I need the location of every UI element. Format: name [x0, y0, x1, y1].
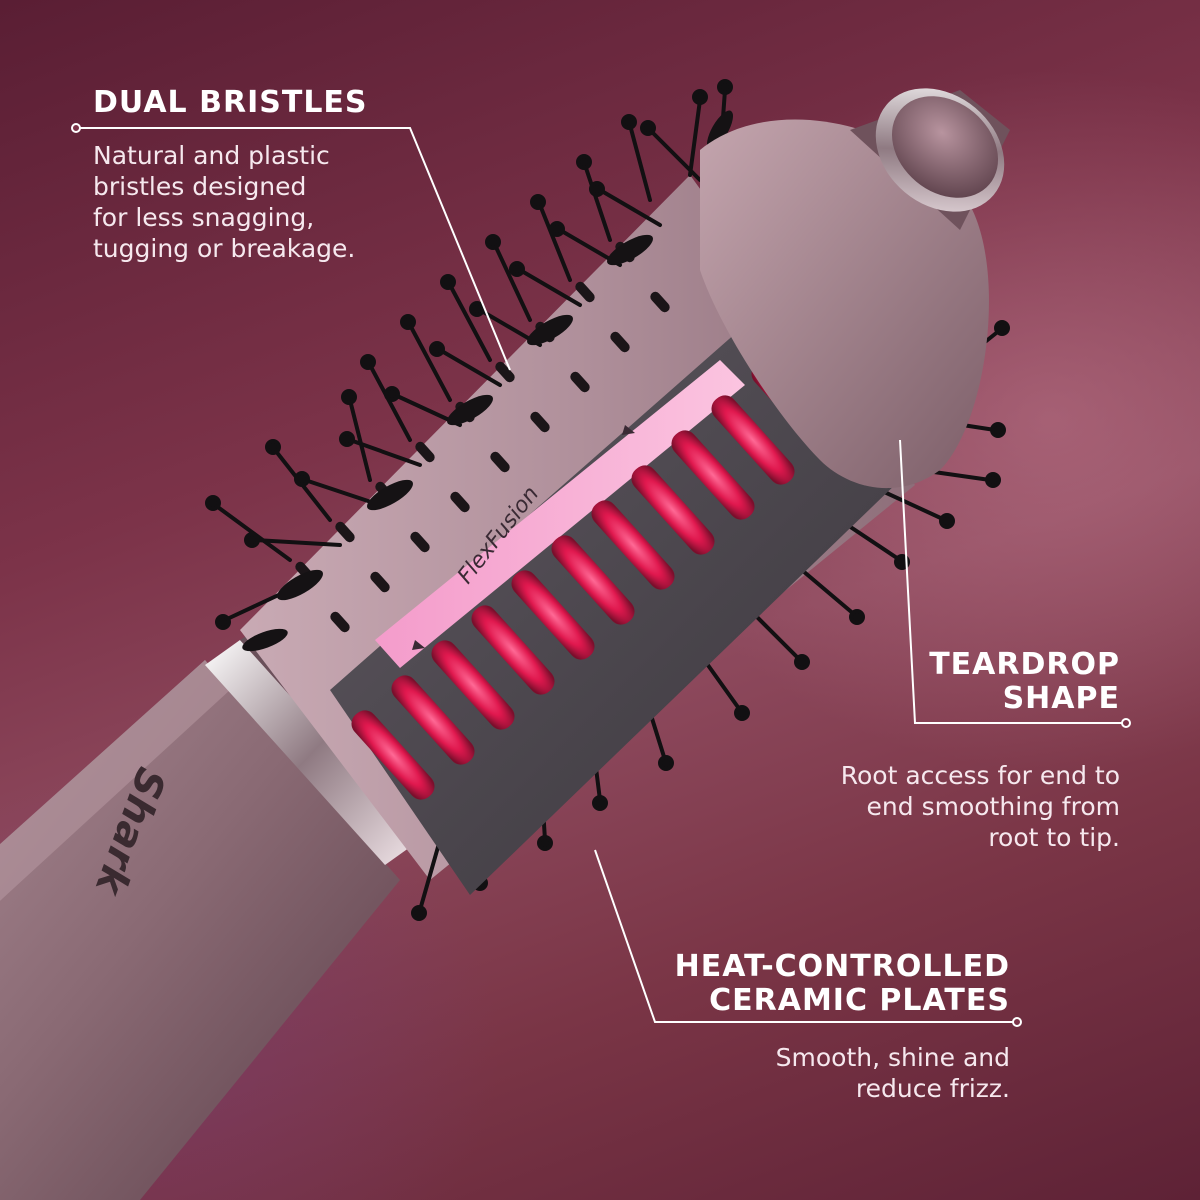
end-cap-knob	[875, 88, 1005, 212]
callout-line: tugging or breakage.	[93, 234, 356, 263]
callout-title-line: HEAT-CONTROLLED	[674, 949, 1010, 984]
callout-line: end smoothing from	[866, 792, 1120, 821]
callout-title: DUAL BRISTLES	[93, 85, 368, 120]
callout-title-line: TEARDROP	[929, 647, 1120, 682]
callout-line: for less snagging,	[93, 203, 315, 232]
callout-title-line: SHAPE	[1002, 681, 1120, 716]
callout-line: reduce frizz.	[855, 1074, 1010, 1103]
callout-line: Smooth, shine and	[775, 1043, 1010, 1072]
callout-line: Root access for end to	[840, 761, 1120, 790]
callout-line: root to tip.	[988, 823, 1120, 852]
callout-line: Natural and plastic	[93, 141, 330, 170]
callout-ceramic-plates: HEAT-CONTROLLED CERAMIC PLATES Smooth, s…	[600, 950, 1010, 1104]
callout-teardrop-shape: TEARDROP SHAPE Root access for end to en…	[770, 648, 1120, 853]
natural-bristle-tufts	[242, 110, 733, 652]
callout-line: bristles designed	[93, 172, 307, 201]
callout-title-line: CERAMIC PLATES	[709, 983, 1010, 1018]
callout-dual-bristles: DUAL BRISTLES Natural and plastic bristl…	[93, 86, 423, 264]
handle: Shark	[0, 660, 400, 1200]
